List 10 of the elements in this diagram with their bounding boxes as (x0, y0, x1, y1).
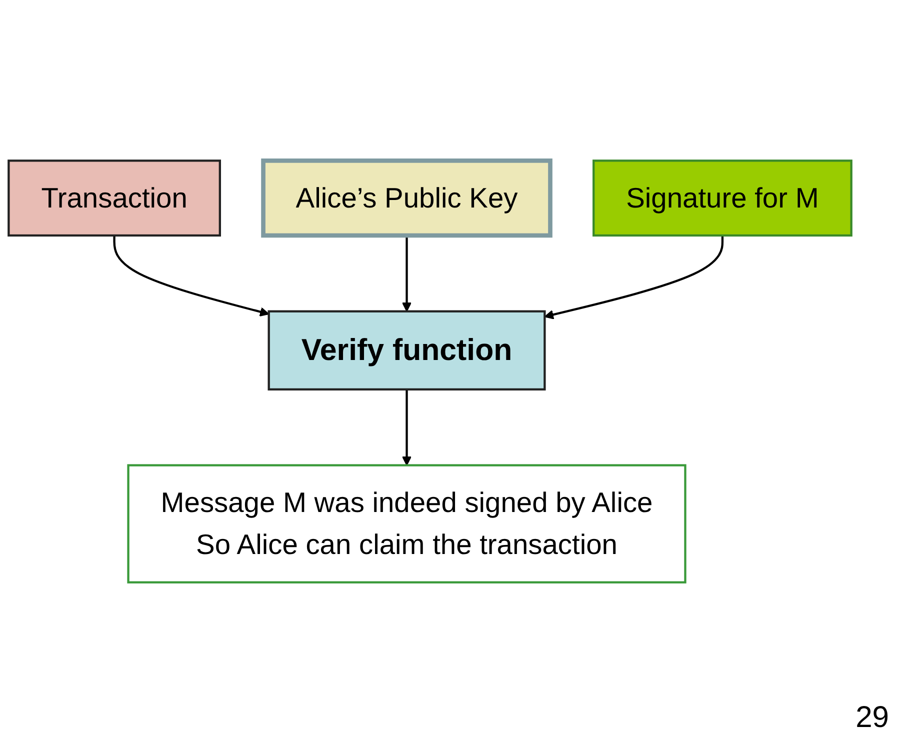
arrow (113, 235, 270, 316)
node-box: Signature for M (592, 160, 852, 237)
node-box: Alice’s Public Key (261, 158, 552, 238)
arrow (544, 235, 724, 320)
node-box: Transaction (8, 160, 221, 237)
node-box: Message M was indeed signed by Alice So Alice can claim the transaction (127, 464, 686, 584)
arrow (402, 235, 412, 312)
arrow (402, 389, 412, 466)
page-number: 29 (856, 701, 889, 735)
node-box: Verify function (268, 310, 546, 390)
